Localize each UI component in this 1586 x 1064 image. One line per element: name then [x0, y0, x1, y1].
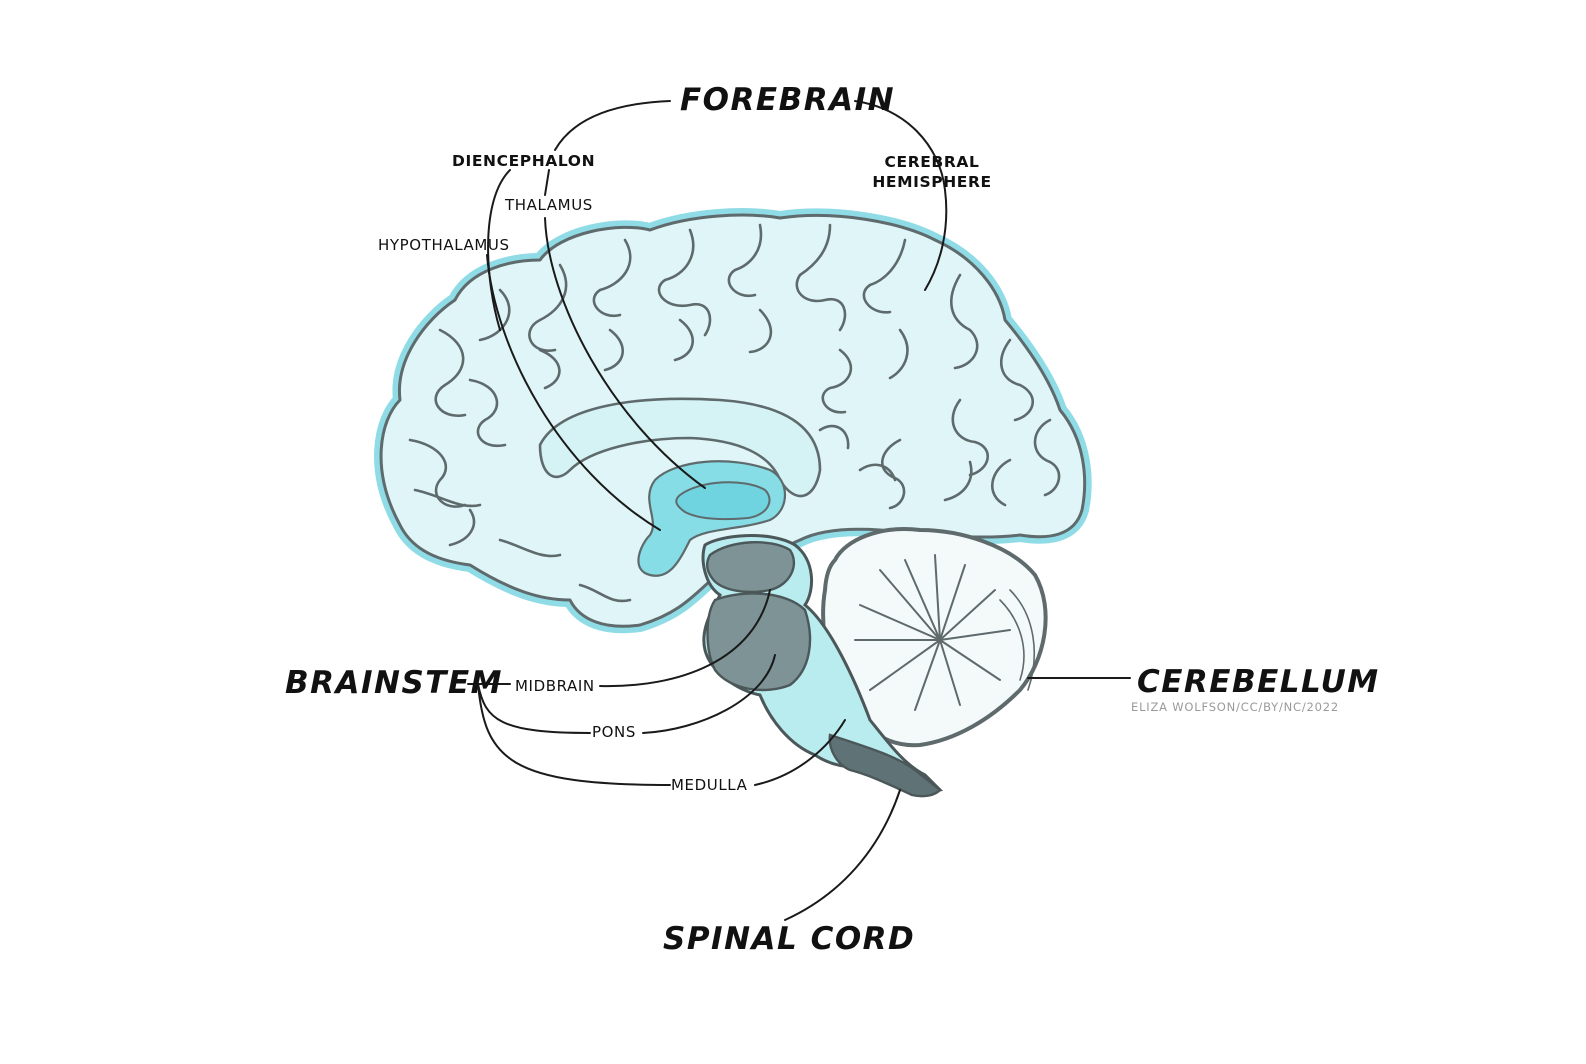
pons-dark	[706, 592, 812, 692]
label-diencephalon: DIENCEPHALON	[452, 152, 596, 170]
label-pons: PONS	[592, 723, 636, 741]
leader-pons	[642, 654, 776, 734]
leader-midbrain	[599, 589, 771, 688]
label-brainstem: BRAINSTEM	[285, 665, 503, 701]
label-midbrain: MIDBRAIN	[515, 677, 595, 695]
leader-thalamus	[544, 169, 706, 489]
label-thalamus: THALAMUS	[505, 196, 593, 214]
thalamus-region	[675, 481, 771, 521]
label-medulla: MEDULLA	[671, 776, 748, 794]
label-cerebellum: CEREBELLUM	[1137, 664, 1380, 700]
leader-hypothalamus	[486, 254, 661, 531]
cerebellum-arbor	[854, 554, 1036, 711]
leader-brainstem-split	[467, 683, 671, 786]
spinal-cord-shape	[828, 733, 942, 798]
label-forebrain: FOREBRAIN	[680, 82, 896, 118]
leader-forebrain-left	[554, 100, 671, 151]
leader-medulla	[754, 719, 846, 786]
label-hemisphere: HEMISPHERE	[872, 173, 992, 191]
label-spinal-cord: SPINAL CORD	[663, 921, 916, 957]
label-cerebral-hemisphere: CEREBRAL HEMISPHERE	[872, 152, 992, 192]
leader-lines	[467, 100, 1131, 921]
label-cerebral: CEREBRAL	[884, 153, 980, 171]
leader-forebrain-right	[854, 100, 948, 291]
gyri-folds	[408, 223, 1061, 603]
leader-diencephalon	[487, 169, 511, 331]
corpus-callosum	[538, 397, 822, 498]
label-hypothalamus: HYPOTHALAMUS	[378, 236, 510, 254]
leader-spinal-cord	[784, 789, 901, 921]
credit-text: ELIZA WOLFSON/CC/BY/NC/2022	[1131, 700, 1340, 714]
midbrain-dark	[706, 541, 796, 594]
